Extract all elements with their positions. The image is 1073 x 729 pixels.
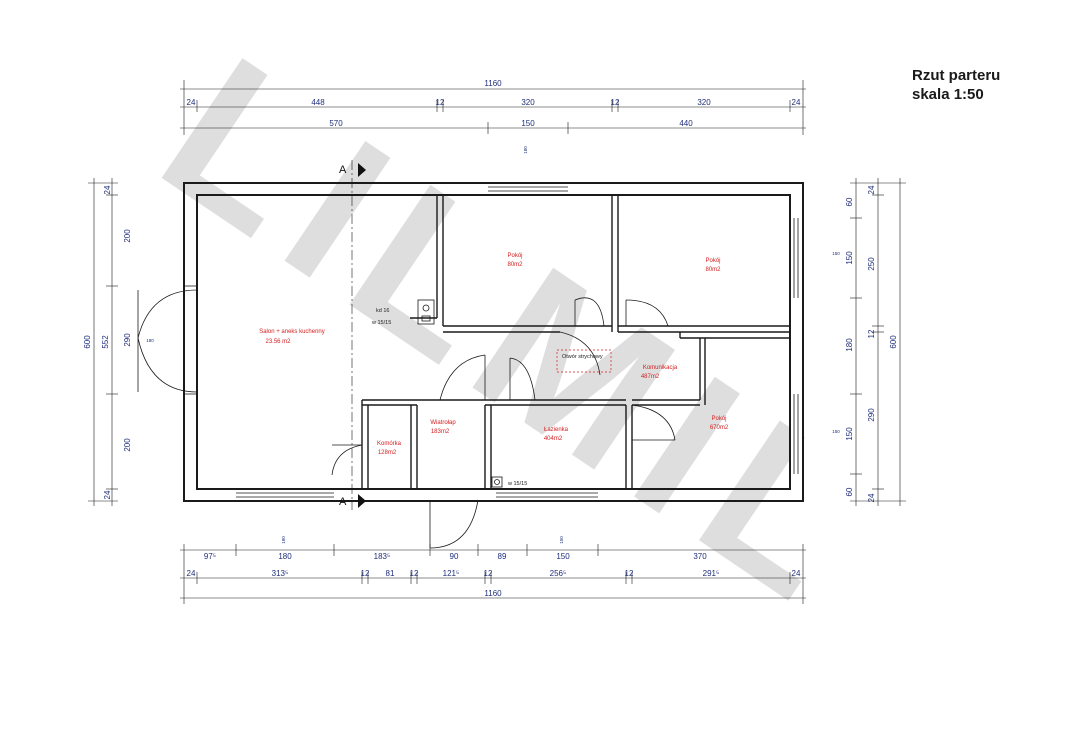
dim-bottom-r1-3: 90 [450,552,459,561]
room-wiatrolap-area: 183m2 [431,429,450,435]
dim-right-part-5: 290 [867,408,876,422]
dim-right-window-0: 150 [845,251,854,265]
window-mark-2: 150 [559,536,564,544]
dim-left-part-2: 290 [123,333,132,347]
dim-left-outer: 600 [83,335,92,349]
title-block: Rzut parteru skala 1:50 [912,66,1000,104]
dim-top-r1-0: 24 [187,98,196,107]
wall-fills [185,184,802,500]
dim-left-part-1: 200 [123,229,132,243]
room-komunikacja-name: Komunikacja [643,365,678,371]
dim-top-r1-3: 320 [521,98,535,107]
room-salon-name: Salon + aneks kuchenny [259,329,325,335]
room-pokoj3-area: 670m2 [710,425,729,431]
dim-bottom-r1-4: 89 [498,552,507,561]
plan-title: Rzut parteru [912,67,1001,84]
dim-bottom-r2-0: 24 [187,569,196,578]
room-komorka-area: 128m2 [378,450,397,456]
window-mark-5: 180 [146,338,154,343]
chimney [417,299,503,488]
note-kd: kd 16 [376,308,389,314]
dim-bottom-r2-1: 313⁵ [272,569,289,578]
dim-lines-right [850,178,906,506]
section-marker-top: A [339,164,347,176]
dim-bottom-r1-5: 150 [556,552,570,561]
dim-bottom-r2-9: 291⁵ [703,569,720,578]
dim-text-right: 24 60 250 12 180 290 60 24 150 150 600 [845,185,898,502]
dim-left-mid: 552 [101,335,110,349]
room-komunikacja-area: 487m2 [641,374,660,380]
room-pokoj2-name: Pokój [705,258,720,264]
note-w2: w 15/15 [507,481,527,487]
dim-left-part-0: 24 [103,185,112,194]
attic-hatch [556,349,612,373]
dim-text-top: 1160 24 448 12 320 12 320 24 570 150 440 [187,79,801,128]
room-pokoj3-name: Pokój [711,416,726,422]
section-line: A A [339,160,366,510]
dim-lines-top [180,80,806,135]
room-komorka-name: Komórka [377,441,402,447]
dim-left-part-3: 200 [123,438,132,452]
dim-text-bottom: 97⁵ 180 183⁵ 90 89 150 370 24 313⁵ 12 81… [187,552,801,598]
dim-right-outer: 600 [889,335,898,349]
windows [185,186,799,498]
dim-top-r1-4: 12 [611,98,620,107]
window-mark-4: 150 [832,429,840,434]
dim-bottom-r1-1: 180 [278,552,292,561]
dim-left-part-4: 24 [103,490,112,499]
attic-hatch-label: Otwór strychowy [562,354,603,360]
door-swings [137,289,676,549]
dim-top-r1-1: 448 [311,98,325,107]
window-mark-1: 180 [281,536,286,544]
dim-bottom-r2-6: 12 [484,569,493,578]
section-marker-bottom: A [339,496,347,508]
dim-right-part-0: 24 [867,185,876,194]
dim-top-r1-6: 24 [792,98,801,107]
dim-bottom-r2-8: 12 [625,569,634,578]
dim-top-r1-5: 320 [697,98,711,107]
room-pokoj1-area: 80m2 [507,262,523,268]
dim-top-r2-1: 150 [521,119,535,128]
window-mark-3: 150 [832,251,840,256]
room-pokoj1-name: Pokój [507,253,522,259]
room-lazienka-name: Łazienka [544,427,569,433]
dim-lines-left [88,178,118,506]
dim-bottom-r2-10: 24 [792,569,801,578]
dim-right-window-1: 150 [845,427,854,441]
window-marks: 180 180 150 150 150 180 [146,146,840,544]
dim-top-r1-2: 12 [436,98,445,107]
room-labels: Salon + aneks kuchenny 23.56 m2 Pokój 80… [259,253,729,456]
dim-right-part-2: 250 [867,257,876,271]
dim-top-r2-0: 570 [329,119,343,128]
dim-bottom-r1-0: 97⁵ [204,552,216,561]
dim-bottom-r2-2: 12 [361,569,370,578]
window-mark-0: 180 [523,146,528,154]
dim-right-part-4: 180 [845,338,854,352]
dim-right-part-7: 24 [867,493,876,502]
room-lazienka-area: 404m2 [544,436,563,442]
outer-walls [183,182,804,502]
dim-bottom-r2-3: 81 [386,569,395,578]
dim-top-total: 1160 [484,79,502,88]
dim-text-left: 600 552 24 200 290 200 24 [83,185,132,499]
dim-bottom-r2-4: 12 [410,569,419,578]
dim-bottom-r2-7: 256⁵ [550,569,567,578]
dim-bottom-total: 1160 [484,589,502,598]
room-pokoj2-area: 80m2 [705,267,721,273]
plan-scale: skala 1:50 [912,86,984,103]
dim-right-part-1: 60 [845,197,854,206]
dim-bottom-r1-2: 183⁵ [374,552,391,561]
dim-right-part-3: 12 [867,329,876,338]
dim-bottom-r2-5: 121⁵ [443,569,460,578]
dim-top-r2-2: 440 [679,119,693,128]
dim-bottom-r1-6: 370 [693,552,707,561]
dim-lines-bottom [180,544,806,604]
room-wiatrolap-name: Wiatrołap [430,420,456,426]
room-salon-area: 23.56 m2 [265,339,291,345]
interior-walls [361,195,790,489]
dim-right-part-6: 60 [845,487,854,496]
note-w1: w 15/15 [371,320,391,326]
